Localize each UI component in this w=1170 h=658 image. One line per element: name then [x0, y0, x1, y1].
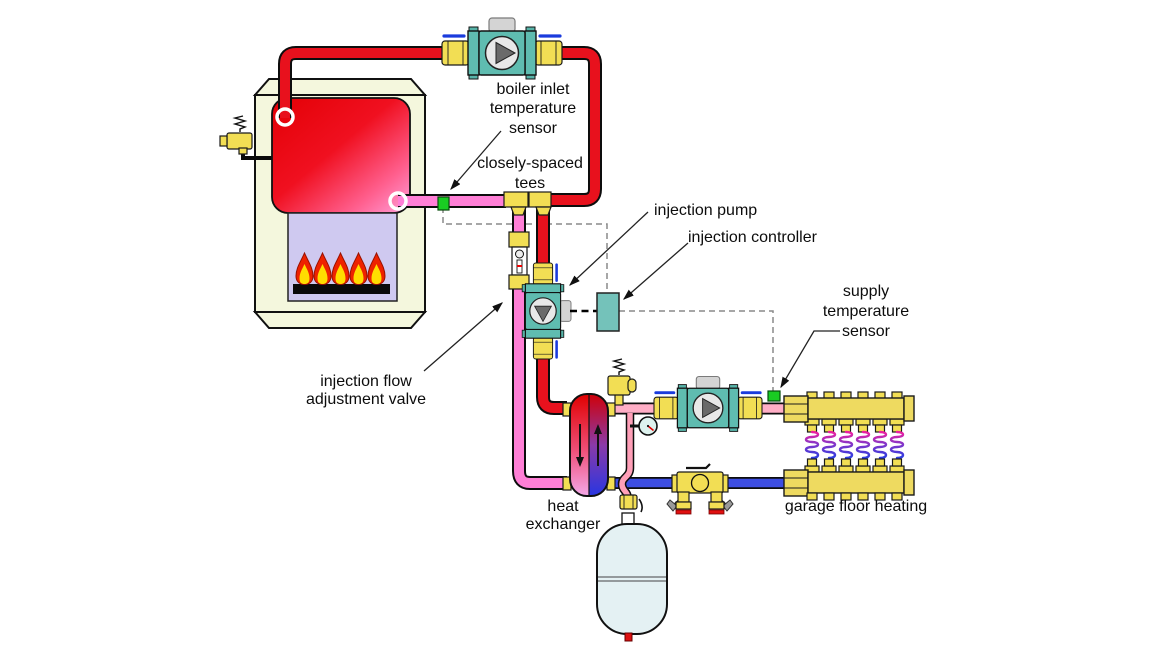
- injection-controller-box: [596, 292, 620, 332]
- supply-temperature-sensor-icon: [767, 390, 781, 402]
- air-vent-icon: [607, 358, 637, 406]
- supply-manifold: [783, 391, 915, 423]
- boiler-inlet-temperature-sensor-icon: [437, 196, 450, 211]
- expansion-tank-branch-pipe: [617, 413, 635, 500]
- injection-flow-valve-label-line2: adjustment valve: [306, 391, 426, 408]
- burner-flames-icon: [293, 252, 390, 294]
- drain-valve-icon: [708, 491, 734, 515]
- injection-flow-adjustment-valve-icon: [508, 231, 530, 290]
- supply-sensor-label-line3: sensor: [842, 323, 891, 340]
- floor-loops: [804, 418, 905, 473]
- supply-sensor-wire: [619, 310, 774, 391]
- injection-hot-riser: [536, 206, 567, 415]
- controller-wiring: [442, 207, 774, 391]
- return-manifold: [783, 469, 915, 501]
- boiler-outlet-port: [275, 107, 295, 127]
- floor-heating-manifolds: [783, 391, 915, 501]
- boiler-inlet-sensor-label-line3: sensor: [509, 120, 558, 137]
- injection-return-riser: [512, 206, 567, 490]
- heat-exchanger-icon: [562, 393, 616, 497]
- purge-valve-assembly: [666, 463, 734, 515]
- closely-spaced-tees-label-line1: closely-spaced: [477, 155, 583, 172]
- boiler-loop-circulator-pump-icon: [440, 16, 564, 81]
- expansion-tank-icon: [596, 523, 668, 642]
- heat-exchanger-label-line2: exchanger: [526, 516, 601, 533]
- closely-spaced-tees-label-line2: tees: [515, 175, 545, 192]
- drain-valve-icon: [666, 491, 692, 515]
- boiler-supply-pipe: [278, 46, 602, 207]
- boiler: [219, 78, 428, 329]
- labels: boiler inlet temperature sensor closely-…: [306, 81, 927, 533]
- boiler-inlet-sensor-wire: [442, 207, 608, 293]
- expansion-tank-valve-icon: [619, 494, 643, 527]
- boiler-inlet-port: [388, 191, 408, 211]
- supply-sensor-label-line2: temperature: [823, 303, 909, 320]
- pressure-gauge-icon: [630, 416, 658, 436]
- heat-exchanger-label-line1: heat: [547, 498, 579, 515]
- injection-controller-label: injection controller: [688, 229, 818, 246]
- boiler-inlet-sensor-label-line2: temperature: [490, 100, 576, 117]
- supply-sensor-label-line1: supply: [843, 283, 889, 300]
- ball-valve-lever-icon: [686, 463, 711, 470]
- boiler-inlet-sensor-label-line1: boiler inlet: [497, 81, 570, 98]
- distribution-circulator-pump-icon: [652, 375, 764, 433]
- leader-lines: [423, 130, 840, 389]
- pressure-relief-valve-icon: [219, 115, 253, 155]
- closely-spaced-tees-fitting: [503, 191, 552, 216]
- garage-floor-heating-label: garage floor heating: [785, 498, 927, 515]
- injection-flow-valve-label-line1: injection flow: [320, 373, 412, 390]
- injection-pump-label: injection pump: [654, 202, 757, 219]
